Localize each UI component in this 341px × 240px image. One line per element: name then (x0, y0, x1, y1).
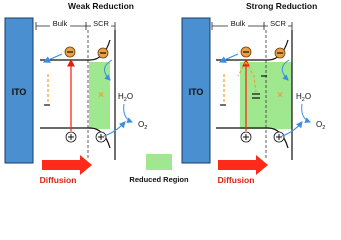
defect-icon: × (98, 90, 104, 101)
electron-recombination-arrow (104, 59, 113, 81)
water-oxidation-arrow (123, 103, 133, 123)
diffusion-label: Diffusion (40, 175, 77, 185)
diagram-root: Weak Reduction ITO Bulk SCR (4, 1, 326, 185)
oxygen-label: O2 (138, 120, 147, 131)
defect-trap-path (237, 61, 257, 93)
bulk-label: Bulk (53, 19, 68, 28)
panel-title: Weak Reduction (68, 1, 134, 11)
legend: Reduced Region (129, 154, 189, 184)
band-diagram: Weak Reduction ITO Bulk SCR (4, 1, 325, 185)
legend-swatch (146, 154, 172, 170)
ito-electrode (181, 17, 211, 164)
electron-recombination-arrow (281, 59, 290, 81)
scr-label: SCR (93, 19, 109, 28)
panel-title: Strong Reduction (246, 1, 317, 11)
panel-weak-reduction: Weak Reduction ITO Bulk SCR (4, 1, 147, 185)
diffusion-arrow (218, 155, 268, 175)
oxidation-arrow (103, 121, 126, 137)
electron-transfer-arrow (42, 53, 63, 63)
panel-strong-reduction: Strong Reduction ITO Bulk SCR (181, 1, 325, 185)
scr-label: SCR (270, 19, 286, 28)
ito-label: ITO (189, 87, 204, 97)
diffusion-arrow (42, 155, 92, 175)
water-oxidation-arrow (301, 103, 311, 123)
oxygen-label: O2 (316, 120, 325, 131)
diffusion-label: Diffusion (218, 175, 255, 185)
oxidation-arrow (281, 121, 303, 137)
bulk-label: Bulk (231, 19, 246, 28)
defect-icon: × (277, 90, 283, 101)
water-label: H2O (296, 92, 311, 103)
ito-electrode (4, 17, 34, 164)
ito-label: ITO (12, 87, 27, 97)
water-label: H2O (118, 92, 133, 103)
electron-transfer-arrow (218, 53, 239, 63)
legend-label: Reduced Region (129, 175, 189, 184)
